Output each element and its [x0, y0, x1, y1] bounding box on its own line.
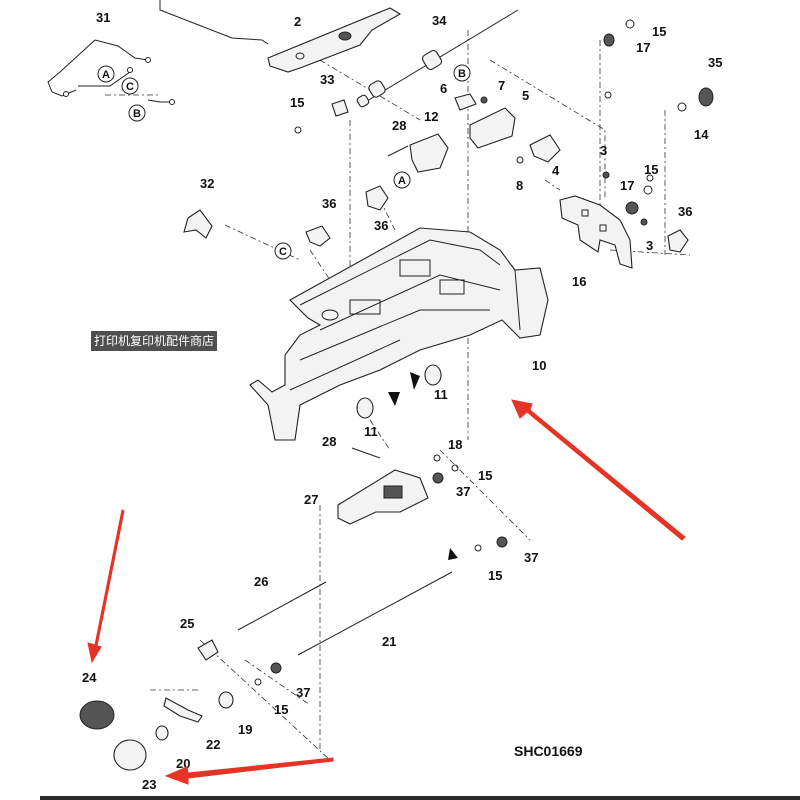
holder-27 — [337, 469, 429, 525]
main-frame-10 — [249, 227, 549, 441]
callout-21: 21 — [382, 634, 396, 649]
callout-15: 15 — [274, 702, 288, 717]
bottom-divider — [40, 796, 800, 800]
callout-15: 15 — [290, 95, 304, 110]
callout-37: 37 — [456, 484, 470, 499]
rollers-11 — [356, 364, 442, 419]
red-arrow-bottom — [164, 757, 334, 785]
callout-4: 4 — [552, 163, 560, 178]
callout-22: 22 — [206, 737, 220, 752]
callout-33: 33 — [320, 72, 334, 87]
callout-7: 7 — [498, 78, 505, 93]
callout-28: 28 — [392, 118, 406, 133]
callout-5: 5 — [522, 88, 529, 103]
mid-small-parts — [294, 91, 654, 182]
callout-36: 36 — [322, 196, 336, 211]
ref-C-1: C — [126, 81, 134, 93]
lower-small-parts — [351, 447, 508, 560]
callout-31: 31 — [96, 10, 110, 25]
ref-B-2: B — [458, 68, 466, 80]
callout-19: 19 — [238, 722, 252, 737]
red-arrow-left — [87, 509, 125, 664]
callout-25: 25 — [180, 616, 194, 631]
callout-12: 12 — [424, 109, 438, 124]
callout-26: 26 — [254, 574, 268, 589]
parts-32-36 — [183, 185, 389, 247]
callout-17: 17 — [636, 40, 650, 55]
callout-8: 8 — [516, 178, 523, 193]
watermark-label: 打印机复印机配件商店 — [91, 331, 218, 351]
callout-11: 11 — [364, 424, 378, 439]
callout-11: 11 — [434, 387, 448, 402]
ref-B-1: B — [133, 108, 141, 120]
callout-labels: 31 2 34 15 17 35 33 6 7 5 15 14 28 12 3 … — [82, 10, 722, 792]
callout-3: 3 — [600, 143, 607, 158]
callout-2: 2 — [294, 14, 301, 29]
ref-A-2: A — [398, 175, 406, 187]
callout-24: 24 — [82, 670, 97, 685]
top-bracket — [267, 7, 402, 73]
ref-C-2: C — [279, 246, 287, 258]
callout-37: 37 — [524, 550, 538, 565]
callout-28: 28 — [322, 434, 336, 449]
callout-15: 15 — [478, 468, 492, 483]
callout-23: 23 — [142, 777, 156, 792]
ref-A-1: A — [102, 69, 110, 81]
callout-32: 32 — [200, 176, 214, 191]
callout-6: 6 — [440, 81, 447, 96]
diagram-code: SHC01669 — [514, 743, 583, 759]
right-small-parts — [602, 19, 714, 253]
callout-15: 15 — [652, 24, 666, 39]
callout-15: 15 — [644, 162, 658, 177]
callout-36: 36 — [374, 218, 388, 233]
bracket-16 — [559, 195, 633, 269]
shafts-26-21 — [237, 571, 453, 656]
callout-16: 16 — [572, 274, 586, 289]
callout-36: 36 — [678, 204, 692, 219]
shaft-34 — [356, 9, 519, 108]
callout-37: 37 — [296, 685, 310, 700]
wire-harness-31 — [47, 0, 269, 105]
circled-refs: A C B B A C — [97, 64, 471, 260]
callout-34: 34 — [432, 13, 447, 28]
callout-35: 35 — [708, 55, 722, 70]
red-arrow-right — [511, 399, 686, 541]
callout-15: 15 — [488, 568, 502, 583]
callout-3: 3 — [646, 238, 653, 253]
callout-17: 17 — [620, 178, 634, 193]
lower-gear-parts — [79, 639, 282, 771]
callout-10: 10 — [532, 358, 546, 373]
callout-14: 14 — [694, 127, 709, 142]
red-arrows — [87, 399, 686, 785]
callout-27: 27 — [304, 492, 318, 507]
callout-18: 18 — [448, 437, 462, 452]
